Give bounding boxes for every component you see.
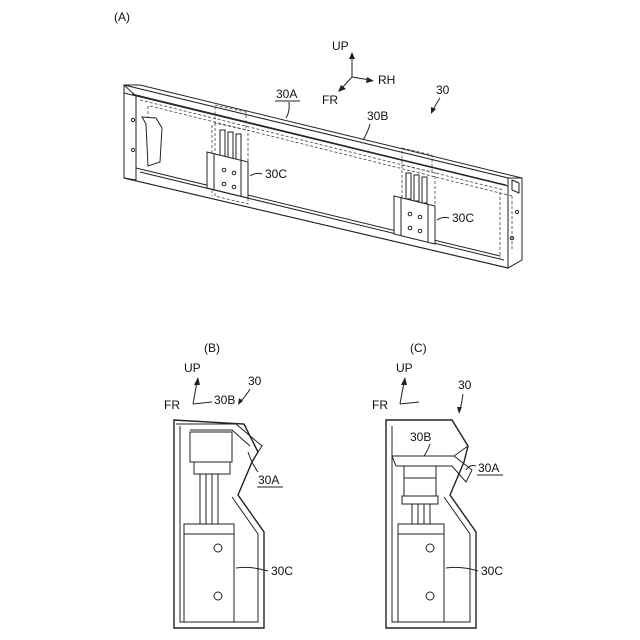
panel-b-label-30b: 30B xyxy=(214,393,235,407)
panel-c-ref: 30 xyxy=(458,378,472,392)
label-30c-left: 30C xyxy=(265,167,287,181)
panel-c-label-30c: 30C xyxy=(481,564,503,578)
axis-fr-label: FR xyxy=(322,93,338,107)
panel-b-label-30a: 30A xyxy=(258,473,279,487)
panel-c-label-30b: 30B xyxy=(410,430,431,444)
panel-c: (C) UP FR 30 30B 30A xyxy=(372,341,503,628)
ref-30-arrow xyxy=(433,98,440,110)
panel-b-axis-up: UP xyxy=(184,361,201,375)
panel-c-axes: UP FR xyxy=(372,361,419,412)
panel-c-axis-up: UP xyxy=(396,361,413,375)
panel-c-label-30a: 30A xyxy=(478,461,499,475)
axis-up-label: UP xyxy=(332,39,349,53)
panel-a-label: (A) xyxy=(114,10,130,24)
panel-c-axis-fr: FR xyxy=(372,398,388,412)
label-30b-panel-a: 30B xyxy=(367,109,388,123)
axis-rh-label: RH xyxy=(378,73,395,87)
label-30a-panel-a: 30A xyxy=(276,87,297,101)
panel-a-axes: UP RH FR xyxy=(322,39,395,107)
panel-b-axes: UP FR xyxy=(164,361,212,412)
panel-b: (B) UP FR 30 30B 30A 3 xyxy=(164,341,293,628)
panel-a: (A) UP RH FR 30 xyxy=(114,10,522,268)
label-30c-right: 30C xyxy=(452,211,474,225)
panel-b-label-30c: 30C xyxy=(271,564,293,578)
panel-b-ref: 30 xyxy=(248,374,262,388)
panel-b-axis-fr: FR xyxy=(164,398,180,412)
panel-c-label: (C) xyxy=(410,341,427,355)
beam xyxy=(124,85,522,268)
panel-b-label: (B) xyxy=(204,341,220,355)
ref-30-label: 30 xyxy=(436,83,450,97)
